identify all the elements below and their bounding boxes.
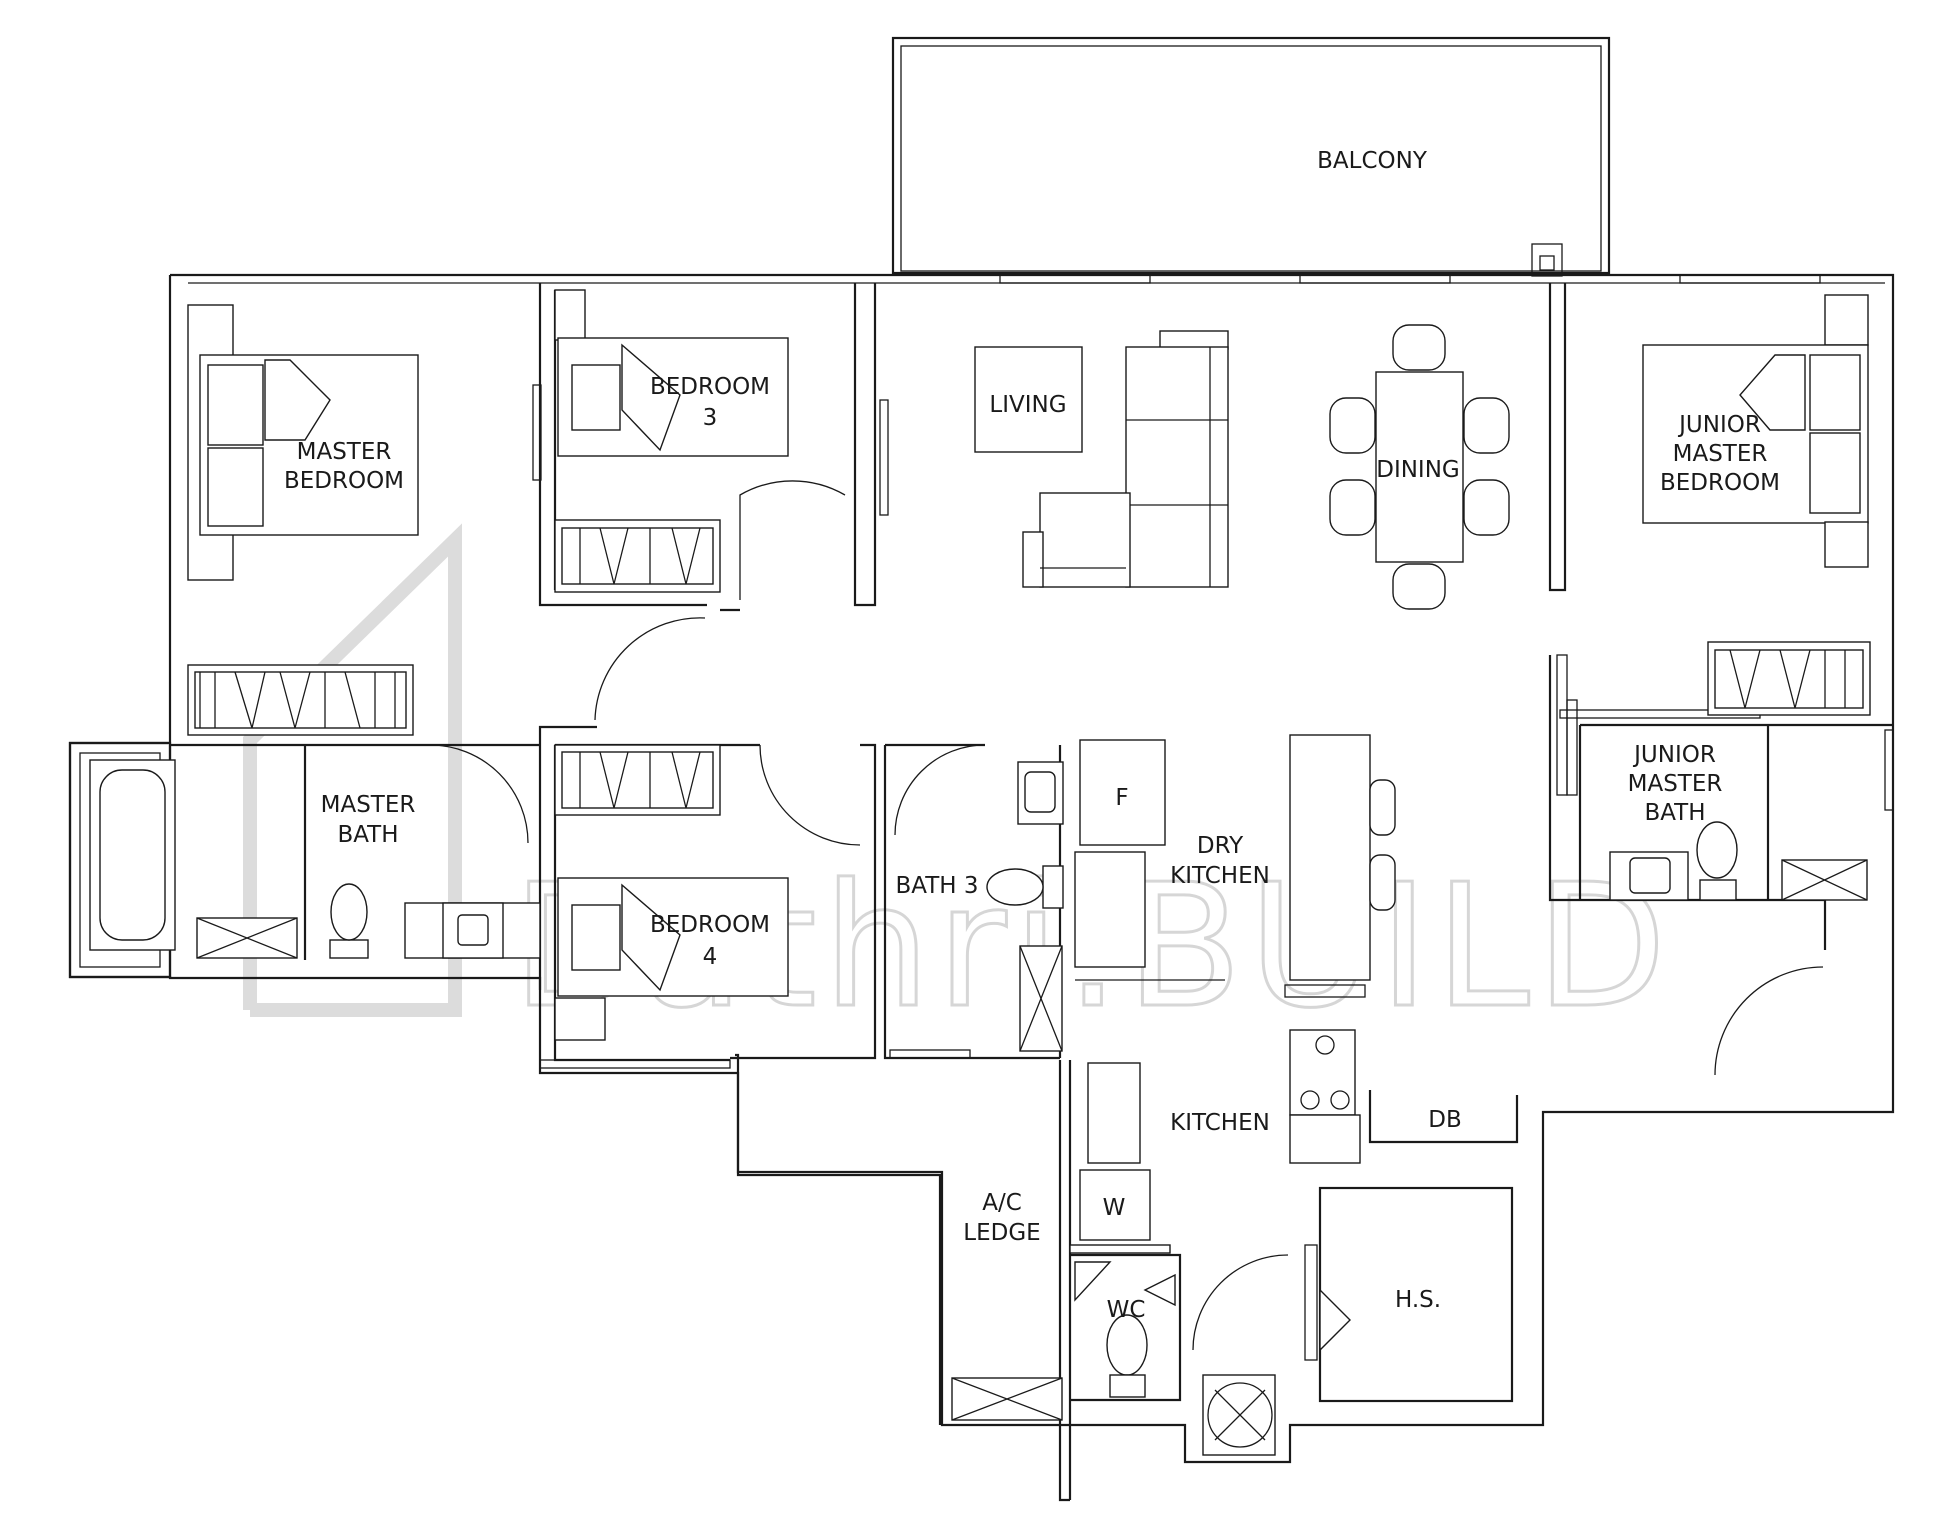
- label-dry-kitchen-line2: KITCHEN: [1170, 863, 1270, 889]
- living-furniture: [974, 330, 1229, 588]
- wc-fixtures: [951, 1186, 1514, 1456]
- watermark-brand-text: athri.BUILD: [640, 848, 1673, 1046]
- label-bedroom-4-line1: BEDROOM: [650, 912, 770, 938]
- junior-master-bedroom-furniture: [1556, 294, 1871, 796]
- label-living: LIVING: [989, 392, 1066, 418]
- master-bedroom-furniture: [187, 304, 419, 736]
- dining-furniture: [1329, 324, 1510, 610]
- label-bedroom-3-line2: 3: [703, 405, 718, 431]
- label-master-bath-line2: BATH: [337, 822, 398, 848]
- label-junior-master-bath-line3: BATH: [1644, 800, 1705, 826]
- label-junior-master-bedroom-line1: JUNIOR: [1677, 412, 1761, 438]
- bath-3-fixtures: [986, 761, 1064, 1052]
- kitchen-fixtures: [1069, 734, 1396, 1254]
- master-bath-fixtures: [89, 759, 541, 959]
- label-wc: WC: [1107, 1297, 1146, 1323]
- label-washer: W: [1103, 1195, 1126, 1221]
- label-hs: H.S.: [1395, 1287, 1441, 1313]
- balcony: [891, 36, 1611, 277]
- label-fridge: F: [1115, 785, 1128, 811]
- label-junior-master-bath-line2: MASTER: [1628, 771, 1723, 797]
- room-labels: BALCONY LIVING DINING MASTER BEDROOM BED…: [284, 148, 1780, 1323]
- doors: [429, 480, 1824, 1351]
- junior-master-bath-fixtures: [1578, 725, 1868, 901]
- label-bedroom-4-line2: 4: [703, 944, 718, 970]
- label-dry-kitchen-line1: DRY: [1197, 833, 1244, 859]
- watermark-house-outline: [243, 523, 462, 1017]
- bedroom-3-furniture: [554, 289, 789, 593]
- label-bedroom-3-line1: BEDROOM: [650, 374, 770, 400]
- label-kitchen: KITCHEN: [1170, 1110, 1270, 1136]
- label-master-bath-line1: MASTER: [321, 792, 416, 818]
- watermark: D athri.BUILD: [243, 523, 1673, 1048]
- label-ac-ledge-line2: LEDGE: [963, 1220, 1040, 1246]
- bedroom-4-furniture: [554, 744, 789, 1041]
- windows: [532, 274, 1894, 1069]
- label-db: DB: [1428, 1107, 1462, 1133]
- label-junior-master-bedroom-line3: BEDROOM: [1660, 470, 1780, 496]
- label-junior-master-bedroom-line2: MASTER: [1673, 441, 1768, 467]
- label-master-bedroom-line1: MASTER: [297, 439, 392, 465]
- label-junior-master-bath-line1: JUNIOR: [1632, 742, 1716, 768]
- label-balcony: BALCONY: [1317, 148, 1428, 174]
- label-dining: DINING: [1376, 457, 1460, 483]
- label-bath-3: BATH 3: [895, 873, 978, 899]
- label-ac-ledge-line1: A/C: [982, 1190, 1022, 1216]
- label-master-bedroom-line2: BEDROOM: [284, 468, 404, 494]
